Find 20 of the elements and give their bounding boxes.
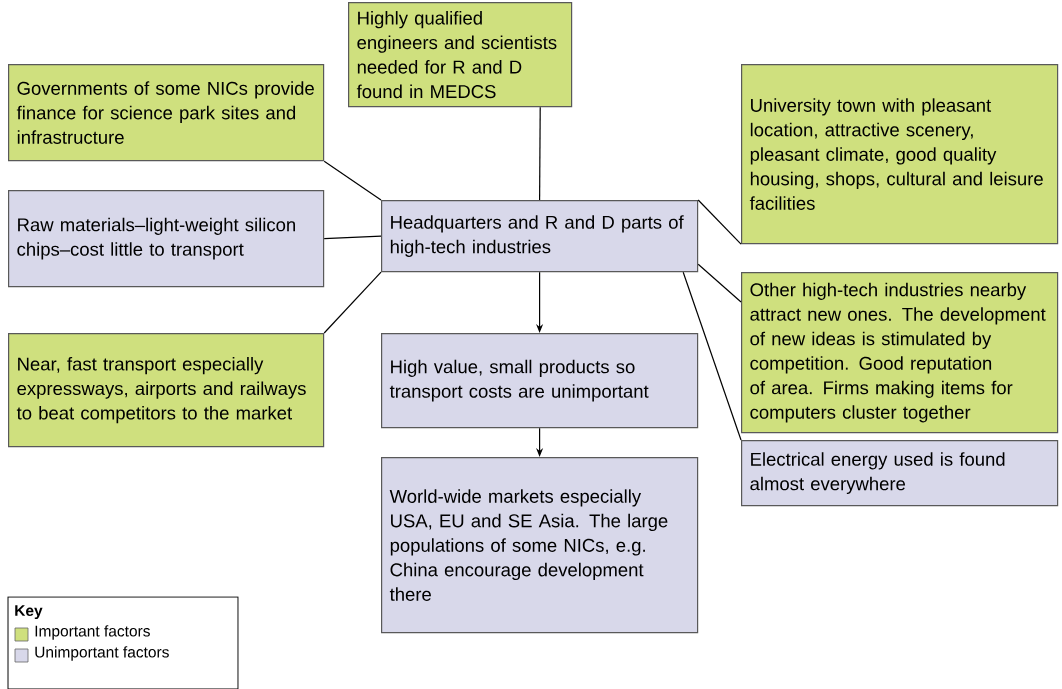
factor-box: Governments of some NICs provide finance for science park sites and infrastructure: [8, 64, 325, 162]
factor-box: University town with pleasant location, attractive scenery, pleasant climate, good quality housing, shops, cultural and leisure facilities: [741, 64, 1059, 245]
factor-box: Other high-tech industries nearby attract new ones. The development of new ideas is stimulated by competition. Good reputation of area. Firms making items for computers cluster together: [741, 272, 1059, 434]
factor-box: World-wide markets especially USA, EU and SE Asia. The large populations of some NICs, e.g. China encourage development there: [381, 457, 699, 634]
connector-line: [697, 263, 742, 303]
legend-text: Important factors: [35, 625, 150, 640]
connector-line: [323, 235, 382, 240]
factor-box: Near, fast transport especially expressways, airports and railways to beat competitors to the market: [8, 333, 325, 448]
connector-line: [697, 199, 742, 245]
factor-box: High value, small products so transport costs are unimportant: [381, 333, 699, 429]
factor-box: Highly qualified engineers and scientists needed for R and D found in MEDCS: [348, 2, 573, 108]
factor-box: Raw materials–light-weight silicon chips–cost little to transport: [8, 190, 325, 288]
factor-box: Electrical energy used is found almost everywhere: [741, 440, 1059, 507]
legend-text: Unimportant factors: [35, 646, 169, 661]
connector-line: [682, 271, 742, 441]
factor-box: Headquarters and R and D parts of high-tech industries: [381, 200, 699, 273]
connector-line: [323, 271, 382, 334]
connector-line: [323, 160, 382, 201]
connector-line: [539, 106, 541, 201]
legend-title: Key: [15, 605, 43, 620]
